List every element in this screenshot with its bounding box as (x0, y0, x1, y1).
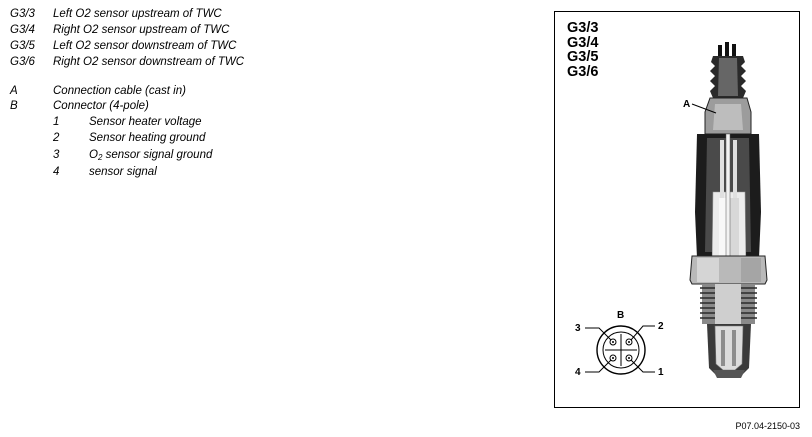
figure-title-g3-5: G3/5 (567, 49, 599, 65)
pin-label-4: 4 (575, 367, 581, 378)
legend-desc: Right O2 sensor downstream of TWC (53, 56, 245, 68)
pin-desc: Sensor heating ground (89, 132, 206, 144)
legend-desc: Connection cable (cast in) (53, 85, 186, 97)
connector-end-view: B 3 2 4 1 (575, 310, 664, 378)
figure-titles: G3/3 G3/4 G3/5 G3/6 (567, 21, 598, 79)
pin-label-2: 2 (658, 321, 664, 332)
legend-desc: Connector (4-pole) (53, 100, 149, 112)
legend-code: G3/4 (10, 24, 35, 36)
legend-code: G3/3 (10, 8, 35, 20)
sensor-figure: G3/3 G3/4 G3/5 G3/6 (554, 11, 800, 408)
pin-desc-subscript: 2 (97, 153, 103, 162)
pin-desc-pre: O (89, 149, 98, 161)
legend-desc: Left O2 sensor downstream of TWC (53, 40, 237, 52)
figure-title-g3-4: G3/4 (567, 34, 599, 51)
label-b: B (617, 310, 624, 321)
pin-number: 3 (53, 149, 60, 161)
legend-code: G3/6 (10, 56, 35, 68)
pin-number: 4 (53, 166, 60, 178)
legend-code: A (10, 85, 18, 97)
sensor-threads (700, 284, 757, 324)
legend-desc: Right O2 sensor upstream of TWC (53, 24, 230, 36)
figure-title-g3-6: G3/6 (567, 63, 599, 80)
legend-code: G3/5 (10, 40, 35, 52)
figure-reference-code: P07.04-2150-03 (735, 421, 800, 431)
label-a: A (683, 99, 690, 110)
legend-code: B (10, 100, 18, 112)
label-a-callout: A (683, 99, 717, 114)
pin-label-1: 1 (658, 367, 664, 378)
pin-desc-post: sensor signal ground (102, 149, 213, 161)
legend-desc: Left O2 sensor upstream of TWC (53, 8, 222, 20)
pin-desc: O2 sensor signal ground (89, 148, 212, 165)
o2-sensor-body (689, 42, 768, 378)
pin-desc: Sensor heater voltage (89, 116, 202, 128)
pin-desc: sensor signal (89, 166, 157, 178)
figure-title-g3-3: G3/3 (567, 20, 599, 36)
pin-number: 2 (53, 132, 60, 144)
o2-sensor-drawing: A B 3 2 4 1 (575, 42, 768, 378)
pin-label-3: 3 (575, 323, 581, 334)
pin-number: 1 (53, 116, 60, 128)
